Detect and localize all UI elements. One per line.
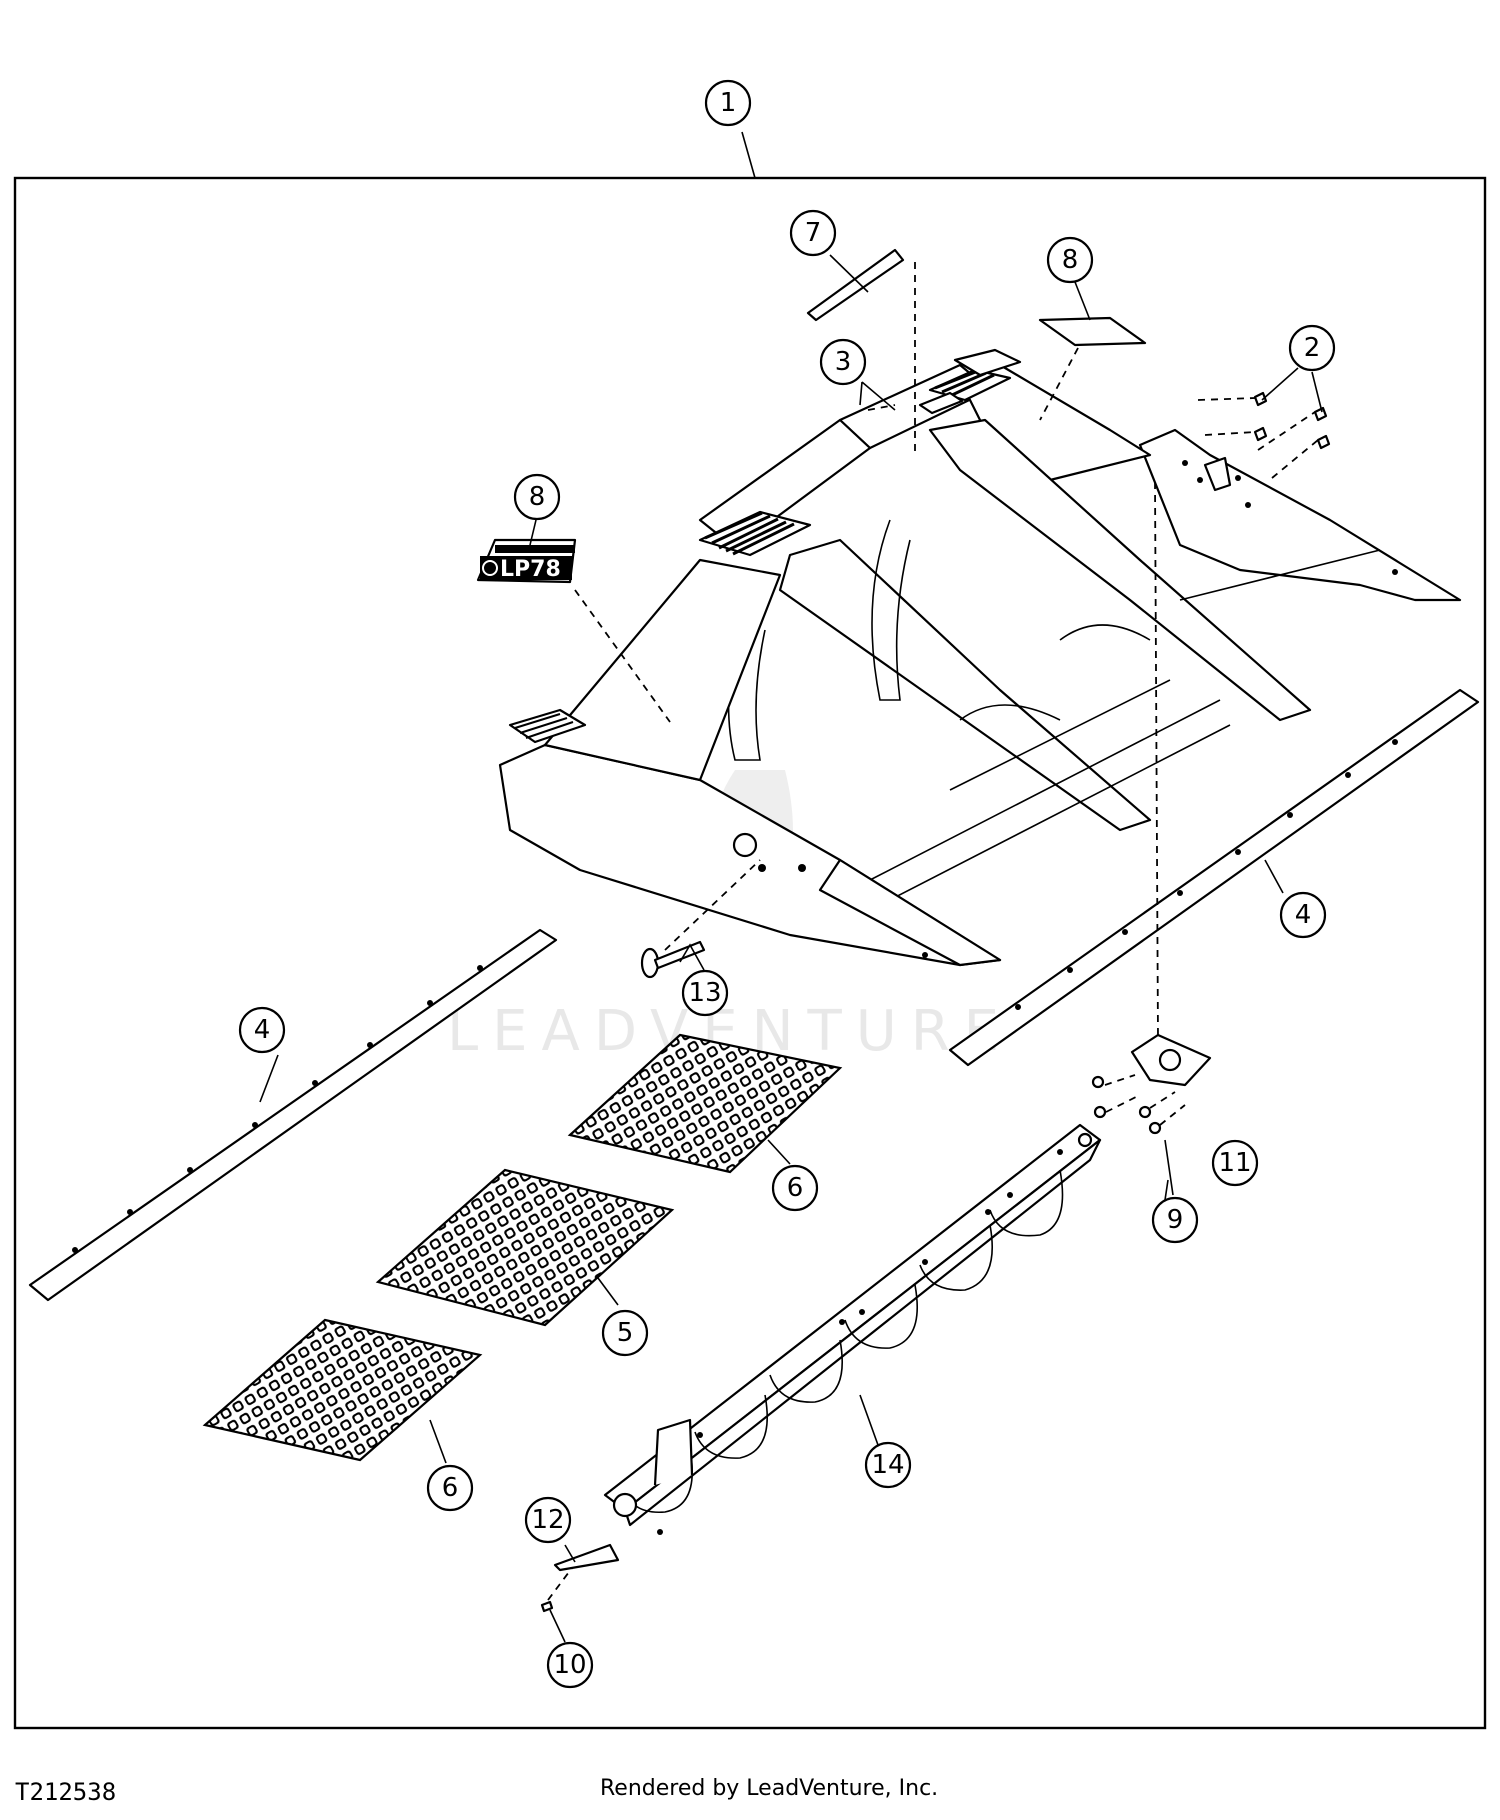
- svg-text:4: 4: [1295, 900, 1312, 930]
- render-credit: Rendered by LeadVenture, Inc.: [600, 1776, 939, 1801]
- callout-6-lower: 6: [426, 1464, 474, 1512]
- callout-2: 2: [1288, 324, 1336, 372]
- screw: [540, 1600, 554, 1613]
- callout-6-upper: 6: [771, 1164, 819, 1212]
- nut-group: [1091, 1075, 1162, 1135]
- skid-shoe-left: [28, 928, 558, 1302]
- decal-top: [1038, 316, 1147, 347]
- callout-5: 5: [601, 1309, 649, 1357]
- skid-shoe-right: [948, 688, 1480, 1067]
- finger-guard-left: [698, 510, 812, 557]
- wear-mat-center: [375, 1168, 675, 1327]
- leader-lines: [259, 131, 1323, 1643]
- callout-8-left: 8: [513, 473, 561, 521]
- callout-3: 3: [819, 338, 867, 386]
- svg-text:6: 6: [442, 1473, 459, 1503]
- callout-14: 14: [864, 1441, 912, 1489]
- svg-text:11: 11: [1218, 1148, 1251, 1178]
- wear-strip: [806, 248, 905, 322]
- callout-13: 13: [681, 969, 729, 1017]
- svg-text:5: 5: [617, 1318, 634, 1348]
- svg-text:8: 8: [1062, 245, 1079, 275]
- svg-text:9: 9: [1167, 1205, 1184, 1235]
- callout-9: 9: [1151, 1196, 1199, 1244]
- svg-text:2: 2: [1304, 333, 1321, 363]
- callout-11: 11: [1211, 1139, 1259, 1187]
- spacer: [918, 391, 964, 415]
- decal-text: LP78: [500, 557, 561, 582]
- header-frame-assembly: [498, 348, 1462, 967]
- mounting-bracket: [1130, 1033, 1212, 1087]
- callout-7: 7: [789, 209, 837, 257]
- wedge-clip: [553, 1543, 620, 1572]
- lower-divider-assembly: [603, 1123, 1102, 1535]
- svg-text:12: 12: [531, 1505, 564, 1535]
- svg-text:1: 1: [720, 88, 737, 118]
- finger-guard-right: [928, 348, 1022, 402]
- callout-4-right: 4: [1279, 891, 1327, 939]
- wear-mat-upper: [567, 1033, 843, 1174]
- svg-text:7: 7: [805, 218, 822, 248]
- callout-10: 10: [546, 1641, 594, 1689]
- bolt-group: [1253, 391, 1331, 450]
- svg-text:4: 4: [254, 1015, 271, 1045]
- svg-text:13: 13: [688, 978, 721, 1008]
- assembly-lines: [547, 262, 1319, 1601]
- callout-12: 12: [524, 1496, 572, 1544]
- drawing-frame: [13, 176, 1487, 1730]
- callout-1: 1: [704, 79, 752, 127]
- drawing-id-code: T212538: [15, 1778, 117, 1806]
- callout-4-left: 4: [238, 1006, 286, 1054]
- svg-text:10: 10: [553, 1650, 586, 1680]
- svg-text:6: 6: [787, 1173, 804, 1203]
- model-decal: LP78: [476, 538, 577, 584]
- svg-text:8: 8: [529, 482, 546, 512]
- latch-pin: [640, 940, 706, 979]
- svg-text:3: 3: [835, 347, 852, 377]
- svg-text:14: 14: [871, 1450, 904, 1480]
- callout-8-top: 8: [1046, 236, 1094, 284]
- wear-mat-lower: [202, 1318, 483, 1462]
